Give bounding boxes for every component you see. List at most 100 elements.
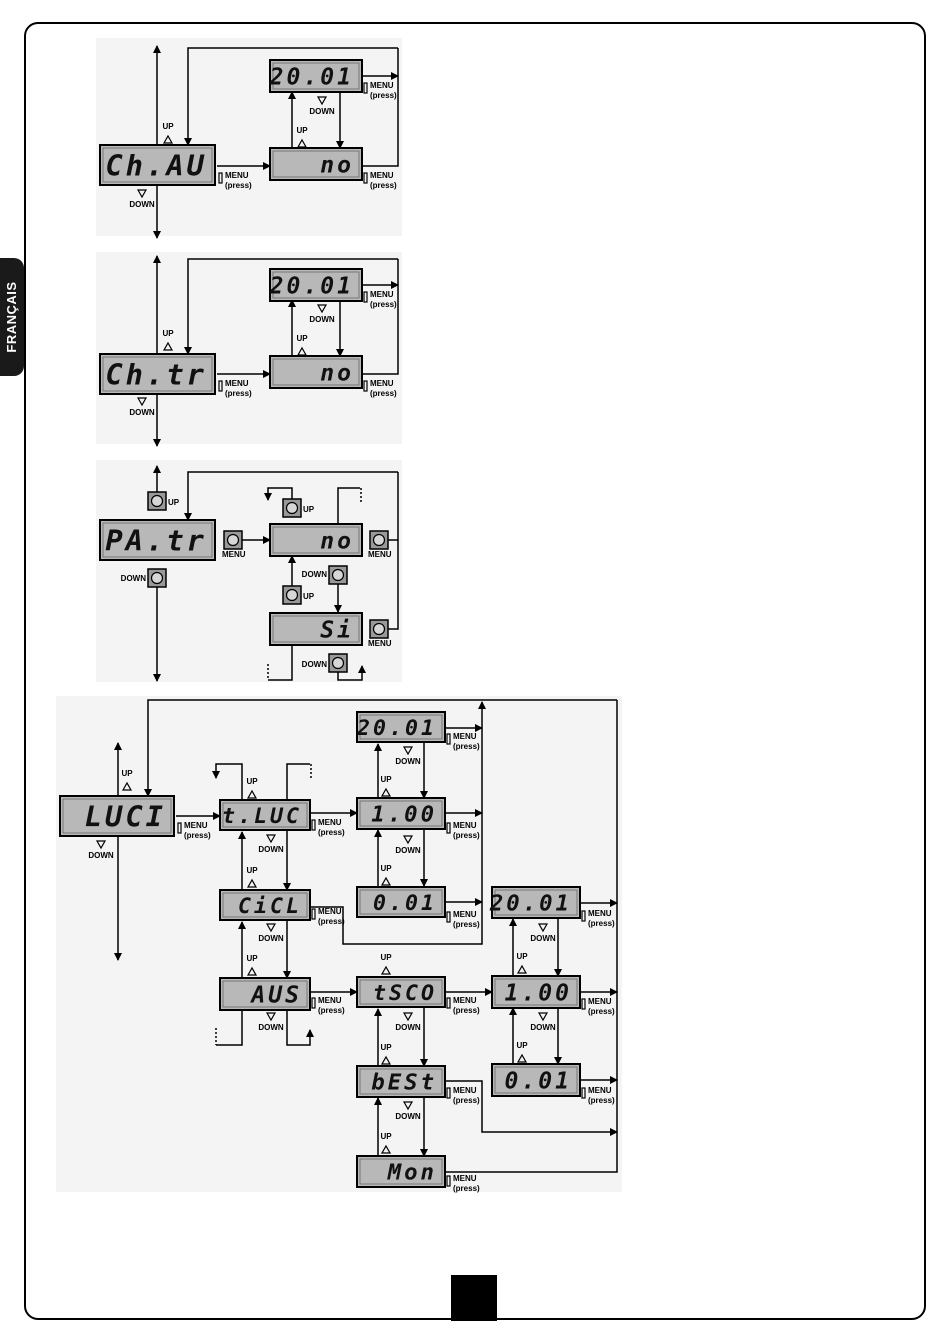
s4-tsco-up-icon [380, 965, 392, 975]
s4-tsco-down-icon [402, 1012, 414, 1022]
s1-sub-down-icon [316, 96, 328, 106]
s2-sub-up-label: UP [296, 334, 308, 343]
s4-display-tluc-v3: 0.01 [356, 886, 446, 918]
s1-loop-back [184, 47, 398, 146]
s4-display-tluc-v2: 1.00 [356, 797, 446, 830]
s4-menu-aus-v2-press-label: (press) [588, 1007, 615, 1016]
s3-display-si-text: Si [320, 617, 354, 643]
s3-menu-button-main-label: MENU [222, 550, 246, 559]
s3-down-button-bottom-label: DOWN [302, 660, 328, 669]
s4-display-aus-v1-text: 20.01 [489, 891, 572, 917]
s4-menu-aus-key-icon [311, 997, 316, 1009]
s3-down-button-bottom-circle-icon [331, 656, 345, 670]
s4-menu-ciCL-press-label: (press) [318, 917, 345, 926]
s2-main-up-label: UP [162, 329, 174, 338]
s4-ciCL-up-icon [246, 878, 258, 888]
s4-display-mon-text: Mon [387, 1160, 437, 1186]
s4-tluc-down-icon [265, 834, 277, 844]
s3-display-no: no [269, 523, 363, 557]
s3-up-button-circle-icon [150, 494, 164, 508]
s4-menu-tluc-v1-key-icon [446, 733, 451, 745]
s4-best-down-icon [402, 1101, 414, 1111]
s2-main-up-icon [162, 341, 174, 351]
s1-menu-main-key-icon [218, 172, 223, 184]
s1-menu-bottom-menu-label: MENU [370, 171, 394, 180]
s1-display-chau-text: Ch.AU [105, 148, 207, 182]
s2-display-chtr-text: Ch.tr [105, 357, 207, 391]
s4-menu-luci-menu-label: MENU [184, 821, 208, 830]
s4-aus-bottom-right [286, 1010, 314, 1046]
s2-menu-main-menu-label: MENU [225, 379, 249, 388]
s1-menu-main-menu-label: MENU [225, 171, 249, 180]
s4-menu-ciCL-key-icon [311, 908, 316, 920]
s4-display-tluc-text: t.LUC [222, 804, 302, 829]
s2-menu-main-key-icon [218, 380, 223, 392]
s1-main-down-icon [136, 189, 148, 199]
s2-menu-top-key-icon [363, 291, 368, 303]
s3-bottom-left-loop [268, 645, 293, 681]
s3-up-button-mid-label: UP [303, 592, 315, 601]
s4-aus-v2-up-label: UP [516, 952, 528, 961]
s4-menu-best-menu-label: MENU [453, 1086, 477, 1095]
s3-down-button-mid-circle-icon [331, 568, 345, 582]
s4-menu-tluc-press-label: (press) [318, 828, 345, 837]
s4-menu-aus-v1-key-icon [581, 910, 586, 922]
s3-menu-button-main-circle-icon [226, 533, 240, 547]
s1-display-no-text: no [320, 152, 354, 178]
language-tab [0, 258, 24, 376]
s4-aus-bottom-left [216, 1010, 243, 1046]
s4-aus-v1-down-icon [537, 923, 549, 933]
s4-display-luci: LUCI [59, 795, 175, 837]
language-label: FRANÇAIS [4, 281, 19, 353]
s4-mon-up-label: UP [380, 1132, 392, 1141]
s4-aus-down-icon [265, 1012, 277, 1022]
s1-display-val: 20.01 [269, 59, 363, 93]
s3-down-button-label: DOWN [121, 574, 147, 583]
s3-display-patr-text: PA.tr [105, 523, 207, 557]
s4-aus-up-icon [246, 966, 258, 976]
s2-sub-down-icon [316, 304, 328, 314]
s2-display-no: no [269, 355, 363, 389]
s1-main-up-label: UP [162, 122, 174, 131]
s1-main-up-icon [162, 134, 174, 144]
s2-menu-bottom-press-label: (press) [370, 389, 397, 398]
s4-aus-up-label: UP [246, 954, 258, 963]
s4-display-best-text: bESt [371, 1070, 437, 1096]
s4-menu-tluc-menu-label: MENU [318, 818, 342, 827]
s4-tluc-top-left-loop [212, 763, 243, 800]
s4-tluc-v2-down-icon [402, 835, 414, 845]
s4-menu-ciCL-menu-label: MENU [318, 907, 342, 916]
s3-down-button-mid-label: DOWN [302, 570, 328, 579]
s4-tluc-v2-up-label: UP [380, 775, 392, 784]
s4-best-out [445, 1080, 618, 1136]
s4-tluc-up-icon [246, 789, 258, 799]
s1-menu-main-press-label: (press) [225, 181, 252, 190]
s4-best-up-icon [380, 1055, 392, 1065]
s4-display-mon: Mon [356, 1155, 446, 1188]
s4-aus-down-label: DOWN [258, 1023, 284, 1032]
s1-menu-bottom-press-label: (press) [370, 181, 397, 190]
s4-tluc-v1-down-label: DOWN [395, 757, 421, 766]
s4-display-tluc-v1-text: 20.01 [356, 716, 437, 741]
s4-main-down-label: DOWN [88, 851, 114, 860]
s4-display-tsco: tSCO [356, 976, 446, 1008]
s4-menu-aus-v2-menu-label: MENU [588, 997, 612, 1006]
s4-menu-tsco-key-icon [446, 997, 451, 1009]
s2-display-no-text: no [320, 360, 354, 386]
s4-display-tluc: t.LUC [219, 799, 311, 831]
s4-menu-best-key-icon [446, 1087, 451, 1099]
s3-up-button-top-label: UP [303, 505, 315, 514]
s4-main-down-icon [95, 840, 107, 850]
s4-display-aus-text: AUS [249, 982, 302, 1008]
s4-menu-tsco-press-label: (press) [453, 1006, 480, 1015]
s4-menu-aus-press-label: (press) [318, 1006, 345, 1015]
s1-display-chau: Ch.AU [99, 144, 216, 186]
s4-menu-aus-v3-press-label: (press) [588, 1096, 615, 1105]
s1-main-down-label: DOWN [129, 200, 155, 209]
s2-menu-top-menu-label: MENU [370, 290, 394, 299]
s3-menu-button-si-label: MENU [368, 639, 392, 648]
s2-main-down-icon [136, 397, 148, 407]
s3-top-right-up [337, 487, 360, 524]
s2-sub-down-label: DOWN [309, 315, 335, 324]
s4-ciCL-down-label: DOWN [258, 934, 284, 943]
